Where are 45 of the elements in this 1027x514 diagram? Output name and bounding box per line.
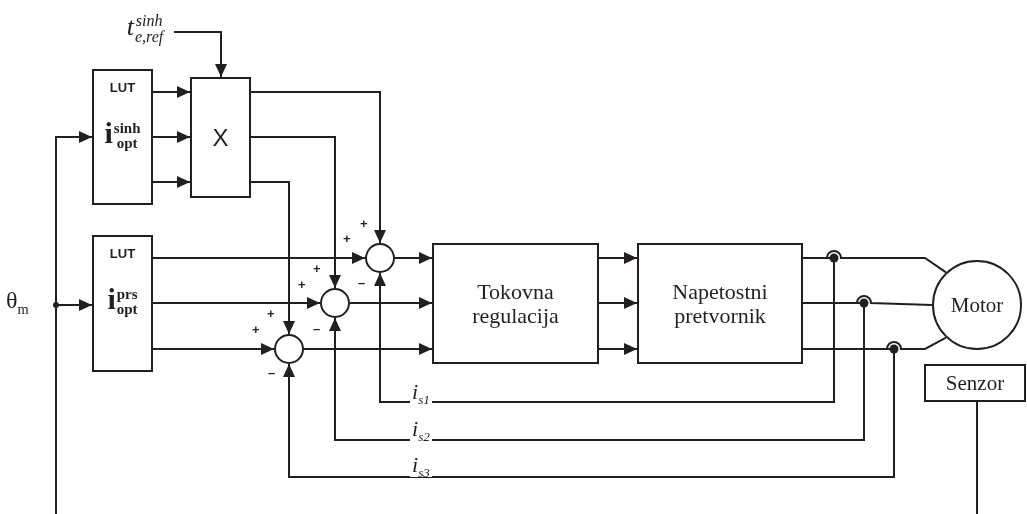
arrow: [598, 297, 638, 309]
process-block: [637, 243, 803, 364]
arrow: [173, 31, 227, 78]
arrow: [152, 297, 321, 309]
sensor-block: [924, 364, 1026, 402]
arrow: [598, 343, 638, 355]
sign-label: –: [358, 276, 366, 289]
sign-label: +: [252, 323, 260, 336]
signal-label: θ$_{m}$: [6, 287, 29, 314]
arrow: [152, 131, 191, 143]
sign-label: +: [343, 232, 351, 245]
block-label: Napetostni pretvornik: [671, 280, 769, 327]
summing-junction: [365, 243, 395, 273]
sign-label: +: [313, 262, 321, 275]
arrow: [374, 257, 835, 403]
arrow: [394, 252, 433, 264]
arrow: [349, 297, 433, 309]
arrow: [152, 86, 191, 98]
arrow: [283, 348, 895, 478]
summing-junction: [320, 288, 350, 318]
arrow: [250, 181, 295, 335]
process-block: [432, 243, 599, 364]
operator-symbol: X: [212, 124, 229, 151]
arrow: [329, 302, 865, 441]
arrow: [250, 91, 386, 244]
sign-label: –: [313, 322, 321, 335]
block-label: Motor: [950, 293, 1004, 316]
arrow: [152, 176, 191, 188]
lookup-table-block: [92, 69, 153, 205]
sign-label: +: [267, 307, 275, 320]
block-title: LUT: [109, 81, 136, 95]
block-title: LUT: [109, 247, 136, 261]
lookup-table-block: [92, 235, 153, 372]
arrow: [598, 252, 638, 264]
arrow: [250, 136, 341, 289]
arrow: [152, 252, 366, 264]
block-label: Tokovna regulacija: [471, 280, 560, 327]
block-label: Senzor: [945, 371, 1005, 394]
multiplier-block: [190, 77, 251, 198]
sign-label: +: [360, 217, 368, 230]
summing-junction: [274, 334, 304, 364]
sign-label: –: [268, 366, 276, 379]
arrow: [303, 343, 433, 355]
sign-label: +: [298, 278, 306, 291]
arrow: [152, 343, 275, 355]
